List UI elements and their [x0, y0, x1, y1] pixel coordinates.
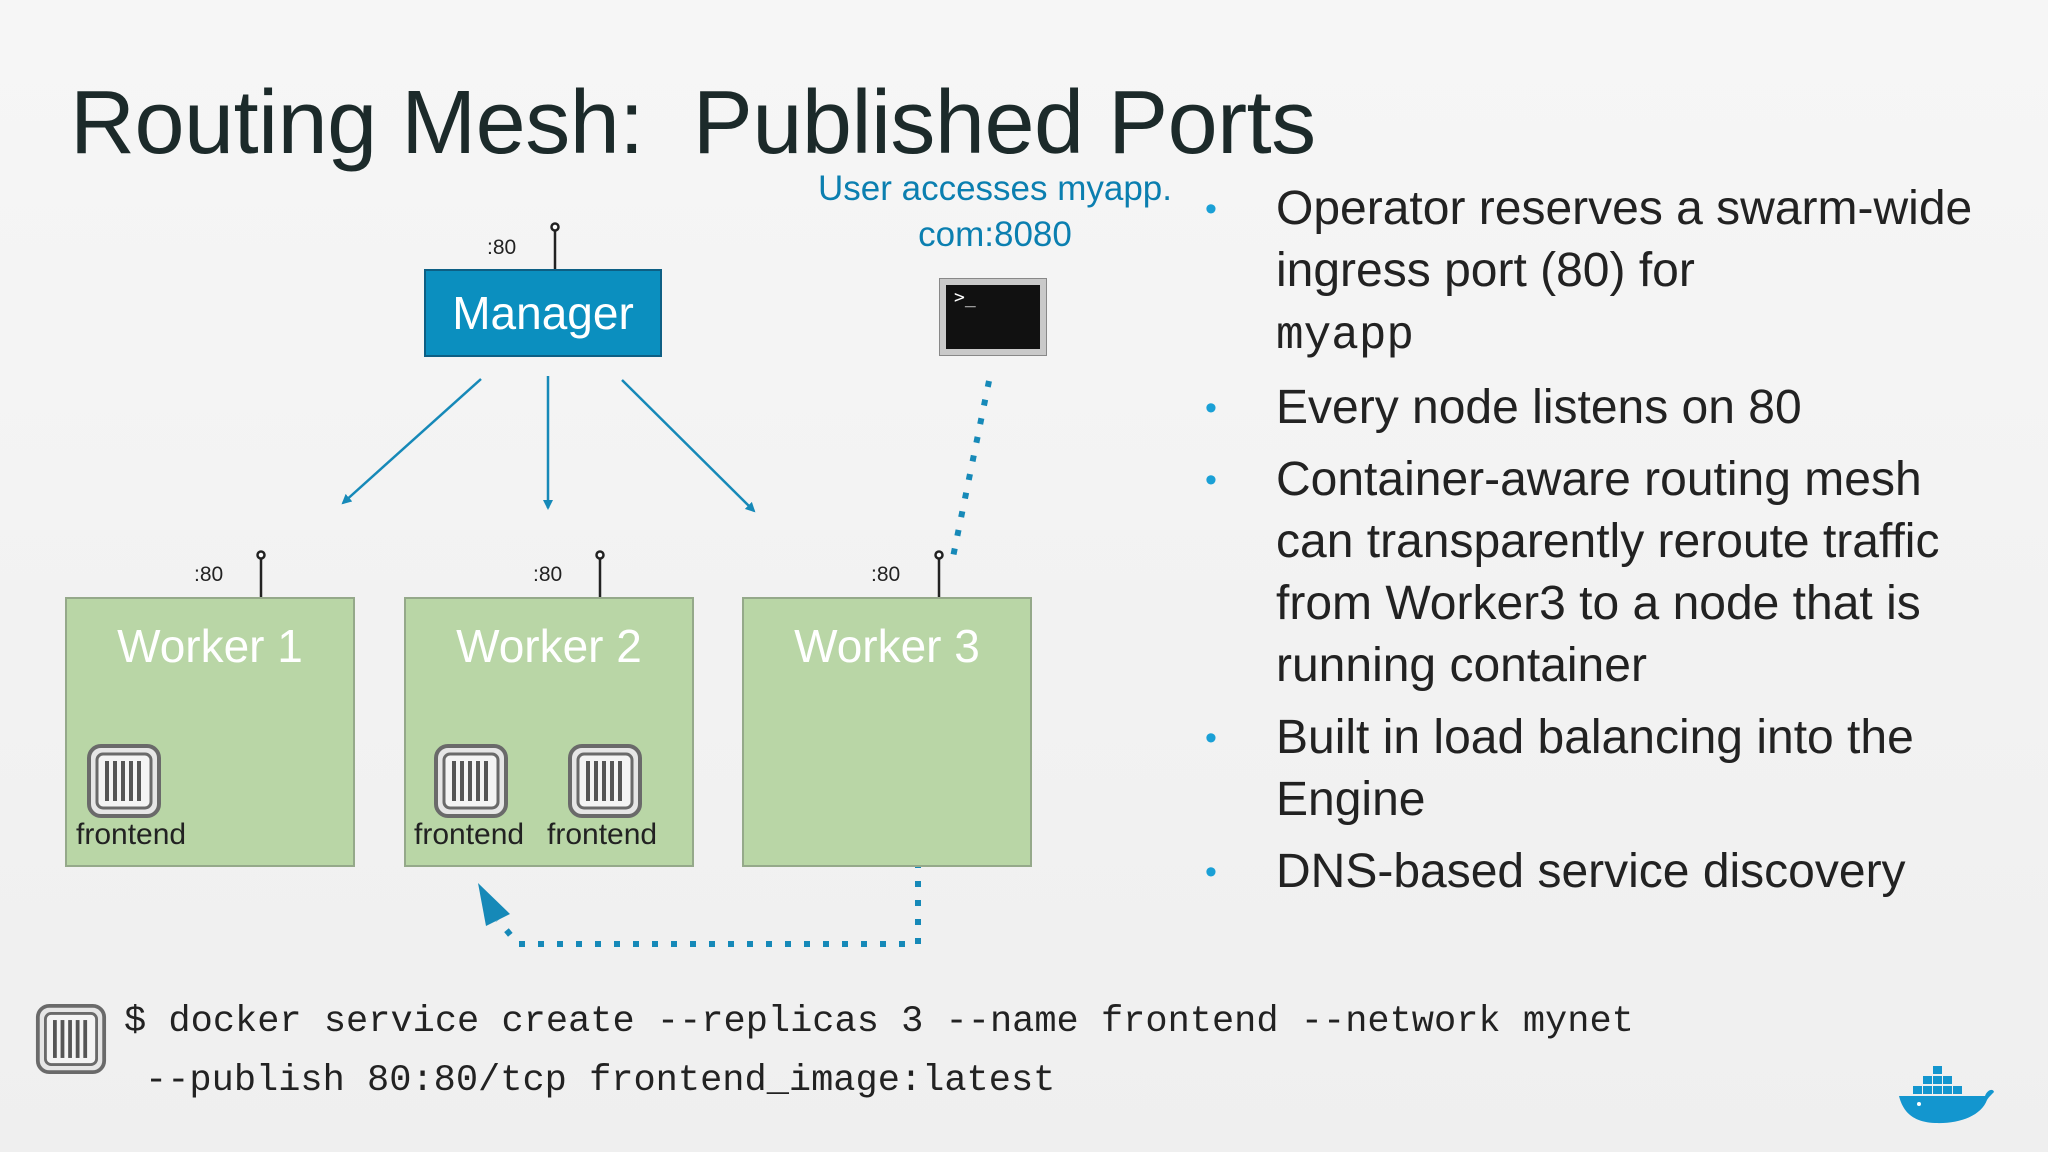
user-label-line1: User accesses myapp.	[817, 169, 1173, 208]
command-line-1: $ docker service create --replicas 3 --n…	[124, 1001, 1634, 1043]
container-icon	[568, 744, 642, 818]
worker-label: Worker 3	[794, 620, 980, 672]
worker-node-2: Worker 2	[404, 597, 694, 867]
manager-label: Manager	[452, 287, 634, 339]
worker1-port: :80	[194, 563, 224, 586]
worker2-port: :80	[533, 563, 563, 586]
bullet-item: • Operator reserves a swarm-wide ingress…	[1205, 178, 2005, 367]
bullet-code: myapp	[1276, 310, 1415, 362]
bullet-list: • Operator reserves a swarm-wide ingress…	[1205, 178, 2005, 913]
bullet-dot-icon: •	[1205, 389, 1217, 427]
bullet-item: • Container-aware routing mesh can trans…	[1205, 449, 2005, 697]
bullet-item: • Built in load balancing into the Engin…	[1205, 707, 2005, 831]
container-label: frontend	[547, 818, 658, 851]
bullet-dot-icon: •	[1205, 461, 1217, 499]
bullet-text: DNS-based service discovery	[1276, 845, 1906, 898]
bullet-item: • DNS-based service discovery	[1205, 841, 2005, 903]
bullet-text: Container-aware routing mesh can transpa…	[1276, 453, 1940, 692]
bullet-dot-icon: •	[1205, 719, 1217, 757]
user-access-label: User accesses myapp. com:8080	[805, 166, 1185, 258]
worker-node-3: Worker 3	[742, 597, 1032, 867]
worker3-port: :80	[871, 563, 901, 586]
bullet-text: Operator reserves a swarm-wide ingress p…	[1276, 182, 1973, 297]
docker-whale-logo	[1899, 1066, 1994, 1124]
dotted-arrowhead	[478, 883, 510, 926]
container-label: frontend	[414, 818, 525, 851]
container-icon	[87, 744, 161, 818]
bullet-dot-icon: •	[1205, 853, 1217, 891]
arrow-to-worker1	[341, 378, 482, 505]
user-label-line2: com:8080	[918, 215, 1072, 254]
container-icon	[434, 744, 508, 818]
arrow-to-worker3	[621, 379, 756, 513]
worker-label: Worker 2	[456, 620, 642, 672]
terminal-icon: >_	[939, 278, 1047, 356]
container-icon	[35, 1003, 107, 1075]
worker-label: Worker 1	[117, 620, 303, 672]
container-label: frontend	[76, 818, 187, 851]
bullet-item: • Every node listens on 80	[1205, 377, 2005, 439]
manager-node: Manager	[424, 269, 662, 357]
bullet-dot-icon: •	[1205, 190, 1217, 228]
worker-node-1: Worker 1	[65, 597, 355, 867]
bullet-text: Built in load balancing into the Engine	[1276, 711, 1914, 826]
terminal-prompt: >_	[946, 285, 1040, 349]
bullet-text: Every node listens on 80	[1276, 381, 1802, 434]
manager-port: :80	[487, 236, 517, 259]
slide-title: Routing Mesh: Published Ports	[70, 73, 1316, 173]
command-line-2: --publish 80:80/tcp frontend_image:lates…	[145, 1060, 1056, 1102]
